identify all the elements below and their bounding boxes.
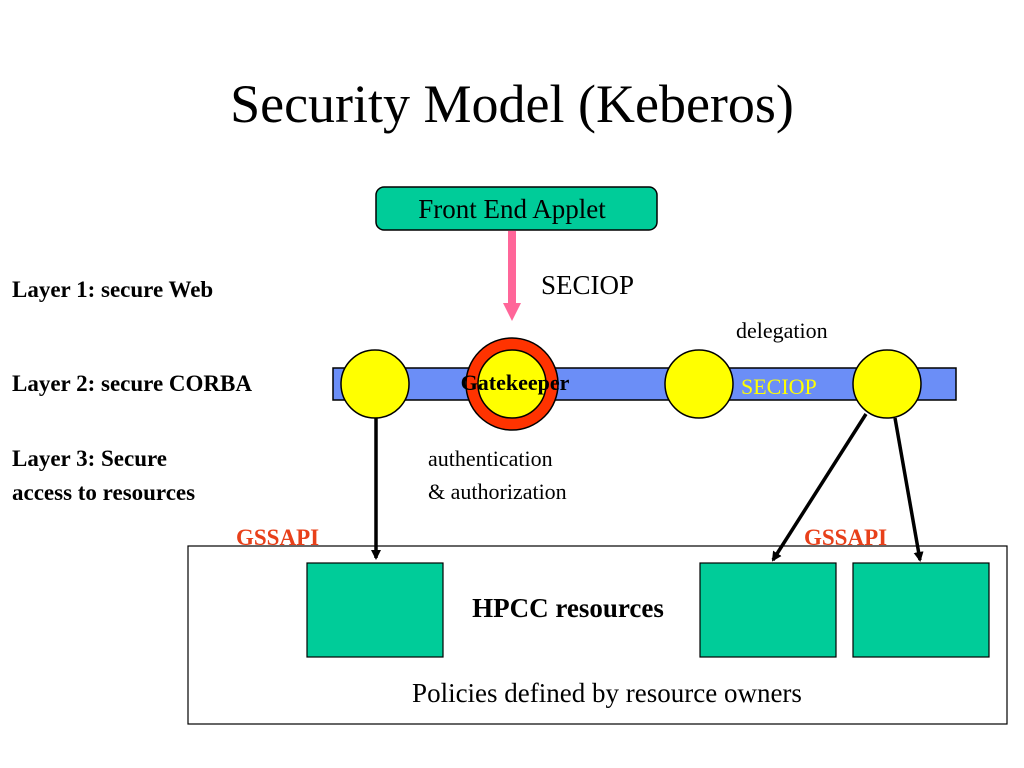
- authentication-label: authentication: [428, 446, 553, 471]
- resource-box-1: [306, 562, 444, 658]
- gatekeeper-node: [477, 349, 547, 419]
- front-end-applet-label: Front End Applet: [418, 194, 606, 224]
- arrow-right-node-to-resource-2: [771, 413, 868, 562]
- orb-node-middle: [664, 349, 734, 419]
- seciop-top-label: SECIOP: [541, 270, 634, 300]
- layer-2-label: Layer 2: secure CORBA: [12, 371, 252, 396]
- resource-box-3: [852, 562, 990, 658]
- hpcc-resources-label: HPCC resources: [472, 593, 664, 623]
- layer-3-label-line1: Layer 3: Secure: [12, 446, 167, 471]
- orb-node-right: [852, 349, 922, 419]
- layer-3-label-line2: access to resources: [12, 480, 195, 505]
- front-end-applet-box: [375, 186, 658, 231]
- authorization-label: & authorization: [428, 479, 567, 504]
- gatekeeper-label: Gatekeeper: [461, 370, 570, 395]
- corba-bar: [332, 367, 957, 401]
- arrow-right-node-to-resource-3: [893, 417, 924, 562]
- resource-box-2: [699, 562, 837, 658]
- seciop-bar-label: SECIOP: [741, 374, 817, 399]
- slide-title: Security Model (Keberos): [230, 74, 794, 134]
- orb-node-left: [340, 349, 410, 419]
- policies-label: Policies defined by resource owners: [412, 678, 802, 708]
- delegation-label: delegation: [736, 318, 828, 343]
- layer-1-label: Layer 1: secure Web: [12, 277, 213, 302]
